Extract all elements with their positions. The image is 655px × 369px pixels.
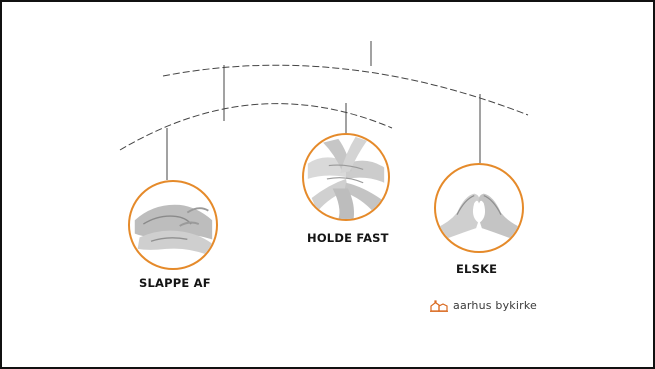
stacked-hands-icon xyxy=(307,136,385,219)
logo-text: aarhus bykirke xyxy=(453,299,537,312)
caption-elske: ELSKE xyxy=(456,262,498,276)
caption-slappe: SLAPPE AF xyxy=(139,276,211,290)
heart-hands-icon xyxy=(436,193,522,242)
stacked-hands-photo xyxy=(302,133,390,221)
heart-hands-photo xyxy=(434,163,524,253)
relaxed-hands-icon xyxy=(134,204,215,257)
caption-holde-fast: HOLDE FAST xyxy=(307,231,389,245)
church-icon xyxy=(430,299,448,312)
upper-arc xyxy=(162,64,529,116)
relaxed-hands-photo xyxy=(128,180,218,270)
lower-arc xyxy=(119,103,393,151)
church-logo: aarhus bykirke xyxy=(430,299,537,312)
